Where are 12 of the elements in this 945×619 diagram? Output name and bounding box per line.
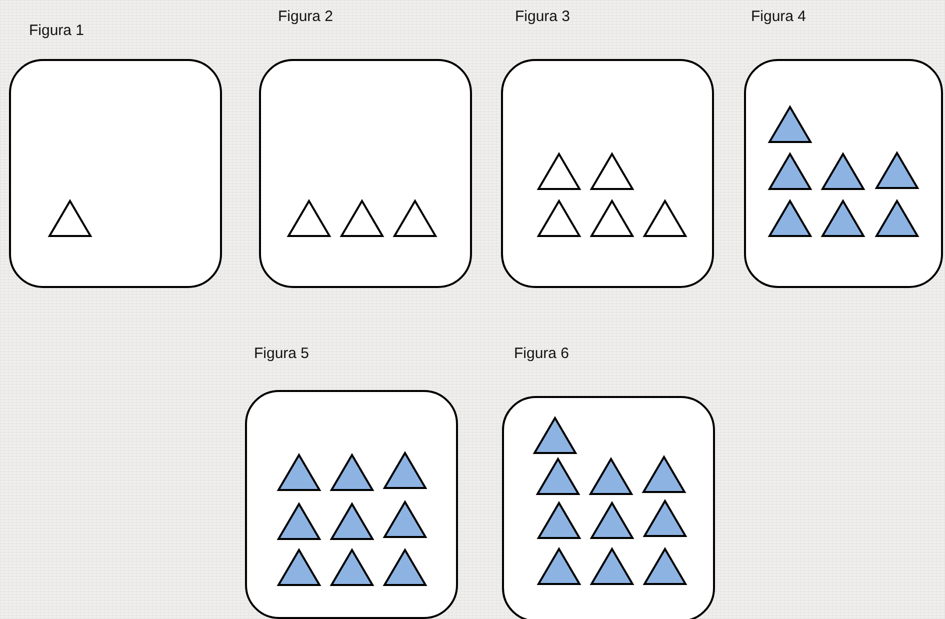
figure-heading: Figura 6 bbox=[514, 345, 570, 362]
figure-panel bbox=[245, 390, 458, 619]
figure-panel bbox=[502, 396, 715, 619]
figure-heading: Figura 3 bbox=[515, 8, 570, 25]
figure-panel bbox=[259, 59, 472, 288]
figure-panel bbox=[9, 59, 222, 288]
figure-heading: Figura 2 bbox=[278, 8, 334, 25]
figure-heading: Figura 5 bbox=[254, 345, 310, 362]
figure-panel bbox=[744, 59, 943, 288]
figure-heading: Figura 1 bbox=[29, 22, 84, 39]
figure-heading: Figura 4 bbox=[751, 8, 806, 25]
figure-panel bbox=[501, 59, 714, 288]
